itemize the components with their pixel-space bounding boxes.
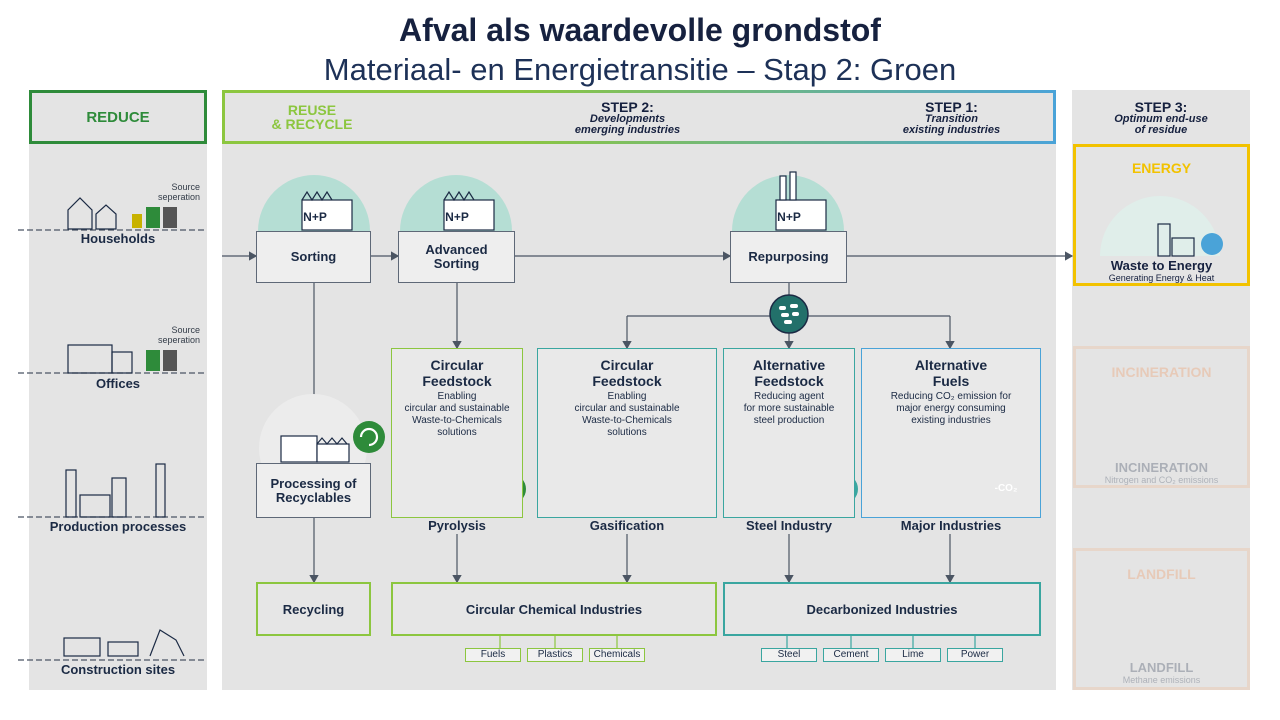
reuse-recycle-label: REUSE & RECYCLE (271, 102, 353, 132)
step1-sub: Transition existing industries (902, 113, 1001, 136)
card-gasification[interactable]: Circular Feedstock Enabling circular and… (537, 348, 717, 518)
recycling-label: Recycling (282, 601, 345, 617)
circular-chemical-label: Circular Chemical Industries (465, 601, 643, 617)
incineration-title: INCINERATION (1115, 460, 1208, 475)
step2-header: STEP 2: Developments emerging industries (540, 100, 715, 136)
step1-header: STEP 1: Transition existing industries (864, 100, 1039, 136)
sorting-node[interactable]: Sorting (256, 231, 371, 283)
label-major: Major Industries (900, 518, 1002, 533)
chip-fuels: Fuels (465, 648, 521, 662)
source-offices: Offices (95, 376, 141, 391)
card-fuels-desc: Reducing CO₂ emission for major energy c… (890, 391, 1012, 426)
co2-badge: -CO₂ (994, 483, 1018, 494)
page-title: Afval als waardevolle grondstof (399, 12, 881, 48)
card-pyrolysis[interactable]: Circular Feedstock Enabling circular and… (391, 348, 523, 518)
step3-label: STEP 3: (1134, 99, 1188, 115)
card-pyrolysis-title: Circular Feedstock (422, 357, 492, 389)
advanced-sorting-label: Advanced Sorting (425, 242, 488, 271)
circular-chemical-box[interactable]: Circular Chemical Industries (391, 582, 717, 636)
label-steel: Steel Industry (746, 518, 832, 533)
step1-label: STEP 1: (925, 99, 978, 115)
repurposing-label: Repurposing (748, 249, 829, 264)
advanced-sorting-node[interactable]: Advanced Sorting (398, 231, 515, 283)
decarbonized-label: Decarbonized Industries (806, 601, 958, 617)
landfill-title: LANDFILL (1129, 660, 1194, 675)
step3-sub: Optimum end-use of residue (1114, 113, 1208, 136)
source-construction: Construction sites (60, 662, 176, 677)
np-sign-repurposing: N+P (777, 210, 801, 224)
incineration-sub: Nitrogen and CO₂ emissions (1104, 475, 1219, 485)
step2-sub: Developments emerging industries (574, 113, 681, 136)
source-households-note: Source seperation (157, 182, 200, 202)
chip-plastics: Plastics (527, 648, 583, 662)
landfill-sub: Methane emissions (1122, 675, 1201, 685)
card-gasification-title: Circular Feedstock (592, 357, 662, 389)
sorting-label: Sorting (290, 249, 337, 264)
landfill-box (1073, 548, 1250, 690)
source-offices-note: Source seperation (157, 325, 200, 345)
np-sign-sorting: N+P (303, 210, 327, 224)
end-use-panel (1072, 90, 1250, 690)
source-production: Production processes (49, 519, 187, 534)
card-gasification-desc: Enabling circular and sustainable Waste-… (574, 391, 680, 438)
chip-lime: Lime (885, 648, 941, 662)
card-pyrolysis-desc: Enabling circular and sustainable Waste-… (404, 391, 510, 438)
energy-box[interactable] (1073, 144, 1250, 286)
repurposing-node[interactable]: Repurposing (730, 231, 847, 283)
processing-node[interactable]: Processing of Recyclables (256, 463, 371, 518)
source-households: Households (80, 231, 156, 246)
chip-power: Power (947, 648, 1003, 662)
step3-header: STEP 3: Optimum end-use of residue (1072, 100, 1250, 136)
reduce-panel (29, 90, 207, 690)
incineration-header: INCINERATION (1111, 364, 1212, 380)
decarbonized-box[interactable]: Decarbonized Industries (723, 582, 1041, 636)
card-fuels-title: Alternative Fuels (914, 357, 988, 389)
recycling-box[interactable]: Recycling (256, 582, 371, 636)
chip-cement: Cement (823, 648, 879, 662)
label-pyrolysis: Pyrolysis (428, 518, 486, 533)
step2-label: STEP 2: (601, 99, 654, 115)
chip-chemicals: Chemicals (589, 648, 645, 662)
np-sign-advanced: N+P (445, 210, 469, 224)
recycle-header-gradient-top (222, 90, 1056, 93)
energy-header: ENERGY (1131, 160, 1192, 176)
reduce-label: REDUCE (86, 108, 150, 126)
label-gasification: Gasification (589, 518, 665, 533)
energy-title: Waste to Energy (1110, 258, 1213, 273)
processing-label: Processing of Recyclables (270, 475, 357, 505)
page-subtitle: Materiaal- en Energietransitie – Stap 2:… (323, 52, 957, 87)
card-fuels[interactable]: Alternative Fuels Reducing CO₂ emission … (861, 348, 1041, 518)
recycle-header-gradient-bottom (222, 141, 1056, 144)
reduce-header: REDUCE (29, 90, 207, 144)
incineration-box (1073, 346, 1250, 488)
landfill-header: LANDFILL (1127, 566, 1196, 582)
card-steel-title: Alternative Feedstock (752, 357, 826, 389)
card-steel[interactable]: Alternative Feedstock Reducing agent for… (723, 348, 855, 518)
energy-sub: Generating Energy & Heat (1108, 273, 1215, 283)
chip-steel: Steel (761, 648, 817, 662)
card-steel-desc: Reducing agent for more sustainable stee… (743, 391, 835, 426)
